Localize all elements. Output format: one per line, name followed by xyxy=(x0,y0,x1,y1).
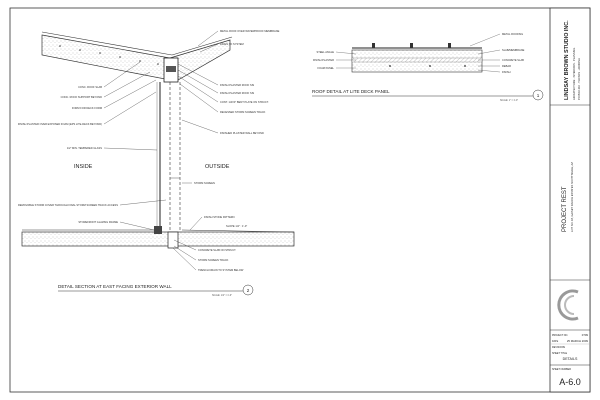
deck-anchors xyxy=(372,43,466,67)
project-address: LOT NO. 18, GAINEY RANCH ESTATES SCOTTSD… xyxy=(570,162,574,232)
label-sheet-number: SHEET NUMBER xyxy=(552,368,571,371)
floor-slab xyxy=(21,231,295,247)
ann-concrete-slab: CONCRETE SLAB ON STRUCT. xyxy=(198,248,236,252)
firm-name: LINDSAY BROWN STUDIO INC. xyxy=(564,20,570,100)
project-name: PROJECT REST xyxy=(562,186,568,232)
metal-roof-line xyxy=(41,31,173,56)
sheet-date: 25 MARCH 2009 xyxy=(567,339,589,343)
ann-deck-angle: STEEL ANGLE xyxy=(317,50,335,54)
ann-bent-plate: CONT. 1/4X3" BENT PLATE ON STRUCT. xyxy=(220,100,269,104)
steel-angle xyxy=(166,66,176,72)
ann-tempered-glass: 1/2" MIN. TEMPERED GLASS xyxy=(67,146,102,150)
detail-1-number: 1 xyxy=(537,93,540,98)
detail-2-bubble xyxy=(242,284,254,296)
leaders-left xyxy=(103,61,158,151)
detail-2-scale: SCALE: 1/2" = 1'-0" xyxy=(212,294,232,297)
leaders-lower-left xyxy=(119,199,167,231)
sheet-number: A-6.0 xyxy=(559,377,581,387)
ann-deck-plaster: FINISH PLASTER xyxy=(313,58,334,62)
label-project-no: PROJECT NO. xyxy=(552,334,568,337)
roof-overhang xyxy=(169,39,231,81)
title-block: LINDSAY BROWN STUDIO INC. ARCHITECTURE ·… xyxy=(549,7,591,393)
label-date: DATE xyxy=(552,340,559,343)
detail-2-number: 2 xyxy=(247,288,250,293)
ann-deck-finish: FINISH xyxy=(502,70,511,74)
trench-drain xyxy=(167,231,179,249)
detail-east-wall: INSIDE OUTSIDE METAL ROOF OVER WATERPROO… xyxy=(18,29,295,297)
ann-storm-track: RECESSED STORM SCREEN TRACK xyxy=(220,110,266,114)
detail-1-scale: SCALE: 1" = 1'-0" xyxy=(500,99,518,102)
outside-label: OUTSIDE xyxy=(205,164,230,170)
ann-deck-rebar: REBAR xyxy=(502,64,511,68)
ann-deck-form: FORM FOR DECK FORM xyxy=(72,106,102,110)
sheet-title: DETAILS xyxy=(563,357,578,361)
slab-rebar xyxy=(59,45,159,65)
ann-plaster-wall: FINISHED PLASTER WALL BEYOND xyxy=(220,131,264,135)
firm-address: PO BOX 210 · TUCSON · ARIZONA xyxy=(577,58,581,100)
label-revisions: REVISIONS xyxy=(552,346,565,349)
inside-label: INSIDE xyxy=(74,164,93,170)
ann-screen-track: STORM SCREEN TRACK xyxy=(198,258,229,262)
glazing-frame xyxy=(154,226,162,234)
project-number: 0709 xyxy=(582,333,589,337)
leaders-lower-right xyxy=(172,216,203,271)
ann-trench-drain: TRENCH DRAIN TO SYSTEM BELOW xyxy=(198,268,244,272)
firm-logo xyxy=(557,289,579,321)
ann-deck-foam: FOAM PANEL xyxy=(317,66,334,70)
detail-2-title: DETAIL SECTION AT EAST FACING EXTERIOR W… xyxy=(58,284,172,289)
ann-drain: DRAIN TO SYSTEM xyxy=(220,42,244,46)
ann-deck-roofing: METAL ROOFING xyxy=(502,32,523,36)
ann-metal-roof: METAL ROOF OVER WATERPROOF MEMBRANE xyxy=(220,29,280,33)
ann-deck-slab: CONCRETE SLAB xyxy=(502,58,524,62)
ann-deck-membrane: SLAB/MEMBRANE xyxy=(502,48,525,52)
firm-tagline: ARCHITECTURE · INTERIORS · PLANNING xyxy=(572,48,576,100)
detail-1-title: ROOF DETAIL AT LITE DECK PANEL xyxy=(312,89,390,94)
ann-roof-support: CONC. ROOF SUPPORT BEYOND xyxy=(61,95,103,99)
ann-finish-plaster-2: FINISH PLASTER ROOF SIS xyxy=(220,91,254,95)
ann-removable-storm: REMOVABLE STORM COVER THROUGH FINAL STOR… xyxy=(18,203,118,207)
ann-roof-slab: CONC. ROOF SLAB xyxy=(78,85,102,89)
ann-stone-pattern: FINISH STONE PATTERN xyxy=(204,215,235,219)
label-sheet-title: SHEET TITLE xyxy=(552,352,567,355)
detail-1-bubble xyxy=(532,89,544,101)
detail-roof-lite-deck: STEEL ANGLE FINISH PLASTER FOAM PANEL ME… xyxy=(312,32,544,102)
ann-slope: SLOPE 1/4" : 1'-0" xyxy=(226,224,247,228)
ann-glazing-frame: STOREFRONT GLAZING FRAME xyxy=(78,220,118,224)
ann-storm-screen: STORM SCREEN xyxy=(194,181,215,185)
leaders-right xyxy=(177,30,219,134)
ann-plaster-foam: FINISH PLASTER OVER EXPOSED FOAM (EPS LI… xyxy=(18,122,102,126)
ann-finish-plaster-1: FINISH PLASTER ROOF SIS xyxy=(220,83,254,87)
roof-slab xyxy=(41,34,171,81)
deck-leaders xyxy=(335,33,501,73)
